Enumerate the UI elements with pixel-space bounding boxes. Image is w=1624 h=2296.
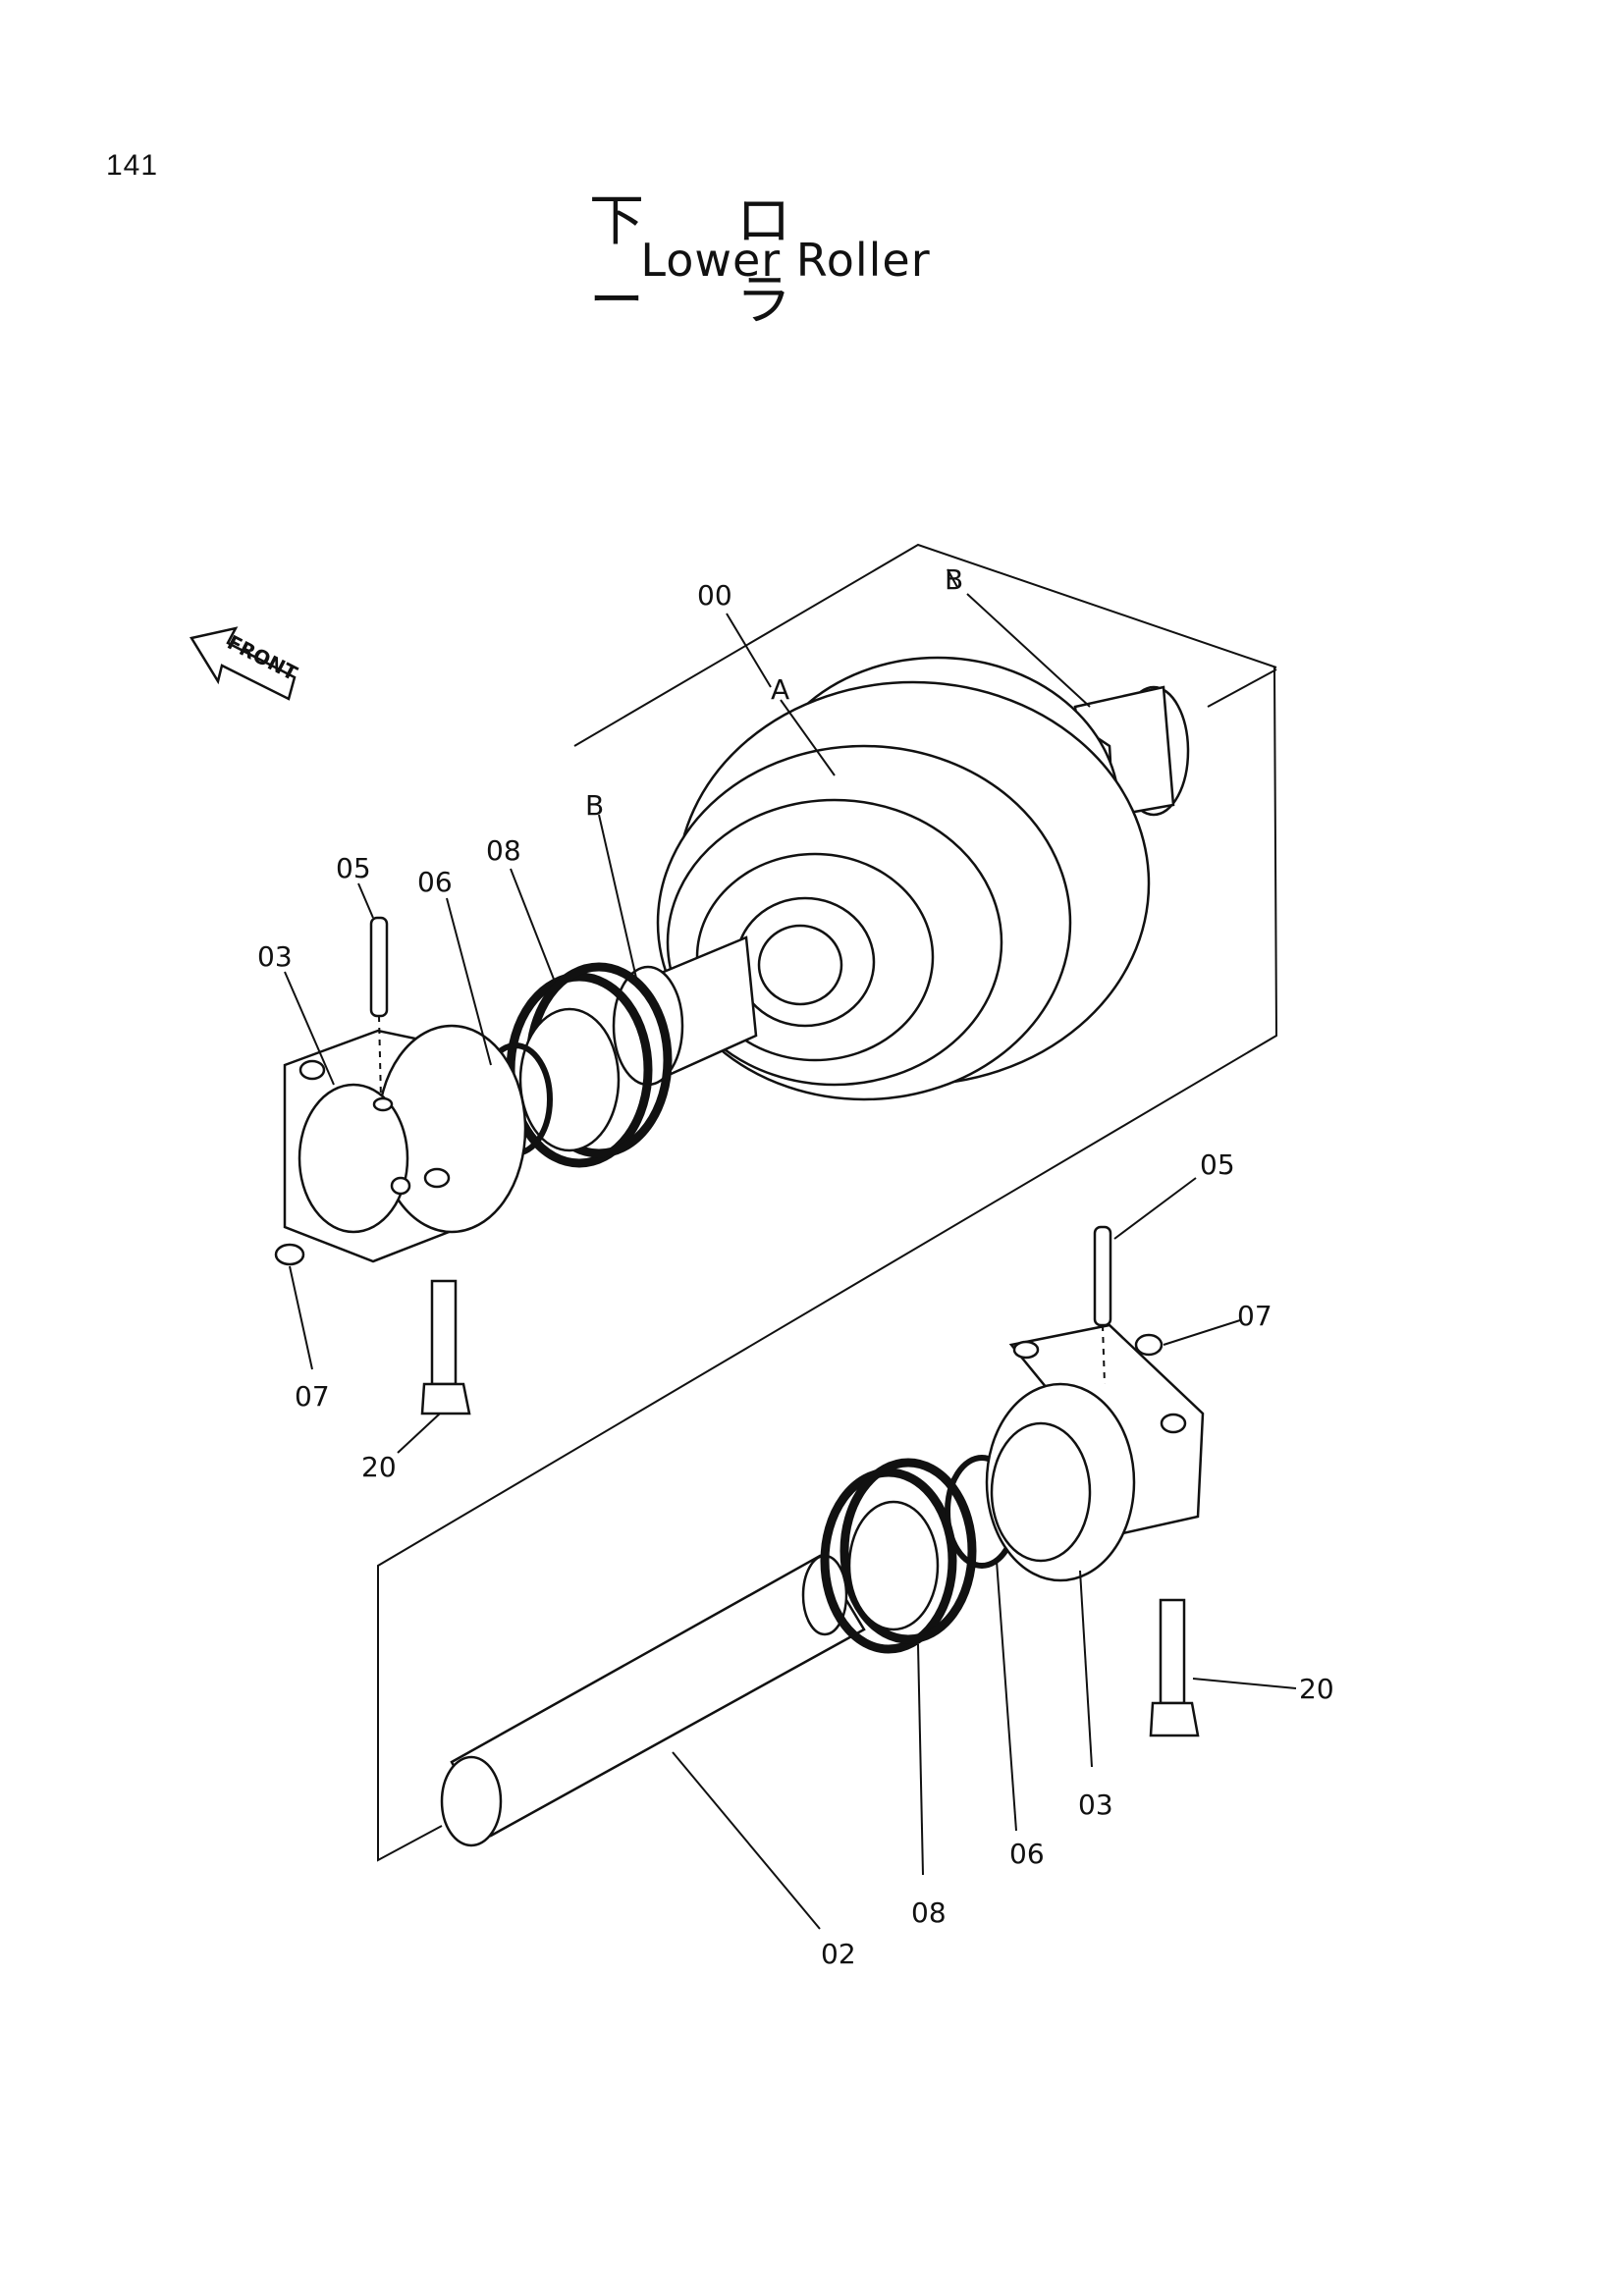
- callout-02: 02: [821, 1938, 856, 1970]
- roller-body: [612, 656, 1190, 1101]
- leader-lines: [284, 568, 1297, 1930]
- callout-05-left: 05: [336, 852, 371, 884]
- page-title-english: Lower Roller: [640, 234, 931, 287]
- callout-03-right: 03: [1078, 1789, 1113, 1821]
- callout-00: 00: [697, 579, 732, 612]
- page-title-japanese: 下 ロ ー ラ: [589, 189, 829, 333]
- callout-07-left: 07: [295, 1380, 330, 1413]
- callout-20-right: 20: [1299, 1673, 1334, 1705]
- callout-06-right: 06: [1009, 1838, 1045, 1870]
- callout-b-top: B: [945, 563, 963, 596]
- callout-08-left: 08: [486, 834, 521, 867]
- callout-20-left: 20: [361, 1451, 397, 1483]
- page-number: 141: [106, 149, 159, 182]
- callout-03-left: 03: [257, 940, 293, 973]
- left-bolt: [420, 1279, 471, 1415]
- left-pin: [369, 916, 389, 1100]
- callout-a: A: [771, 673, 789, 706]
- left-seal-group: [478, 962, 673, 1168]
- callout-06-left: 06: [417, 866, 453, 898]
- callout-labels: 00 A B B 05 06 08 03 07 20 05 07 20 03 0…: [257, 563, 1334, 1970]
- callout-08-right: 08: [911, 1896, 947, 1929]
- callout-05-right: 05: [1200, 1148, 1235, 1181]
- right-collar: [985, 1323, 1205, 1582]
- front-arrow-icon: FRONT: [189, 626, 301, 701]
- callout-b-left: B: [585, 789, 604, 822]
- right-plug: [1134, 1333, 1164, 1357]
- callout-07-right: 07: [1237, 1300, 1272, 1332]
- left-plug: [274, 1243, 305, 1266]
- shaft: [440, 1554, 866, 1847]
- assembly-bracket-lines: [377, 543, 1278, 1862]
- left-collar: [283, 1024, 527, 1263]
- right-pin: [1093, 1225, 1112, 1385]
- right-bolt: [1149, 1598, 1200, 1737]
